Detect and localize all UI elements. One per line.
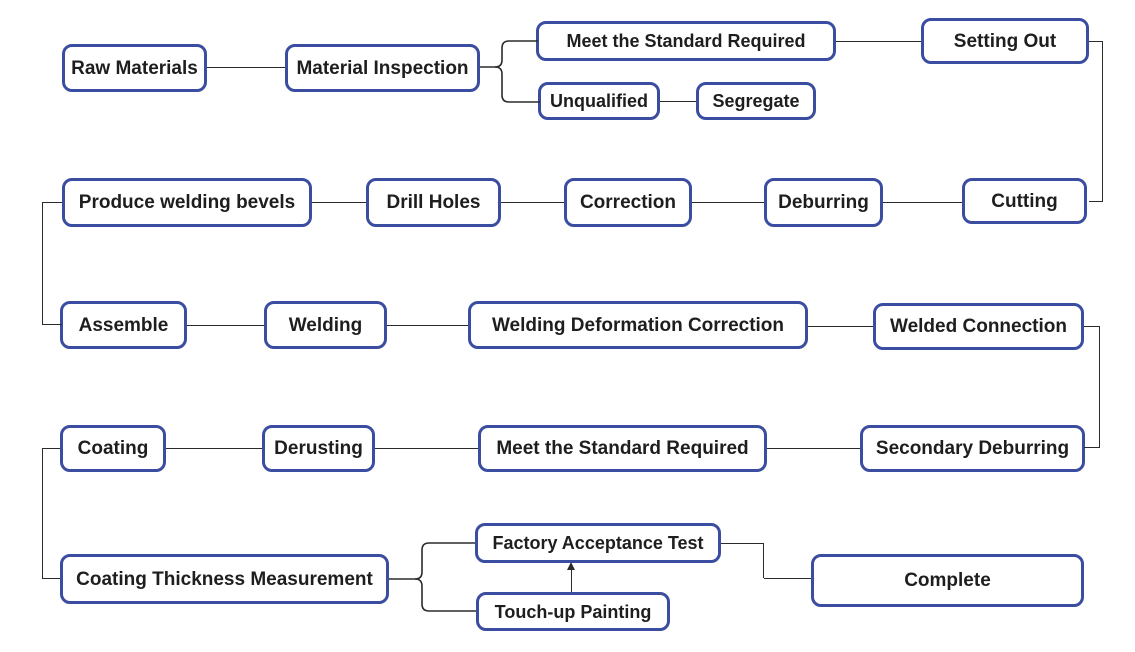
node-setting-out: Setting Out	[921, 18, 1089, 64]
node-drill-holes: Drill Holes	[366, 178, 501, 227]
arrow-line-touch-up-to-acceptance-test	[571, 569, 572, 592]
connector-derusting-meet-standard	[375, 448, 478, 449]
connector-produce-bevels-drill-holes	[312, 202, 366, 203]
connector-meet-standard-secondary-deburring	[767, 448, 860, 449]
node-welding-deformation-correction: Welding Deformation Correction	[468, 301, 808, 349]
connector-unqualified-segregate	[660, 101, 696, 102]
connector-coating-thickness-measurement	[42, 448, 60, 579]
connector-welding-deformation-correction	[387, 325, 468, 326]
arrow-up-icon	[567, 562, 575, 570]
node-correction: Correction	[564, 178, 692, 227]
node-coating-thickness-measurement: Coating Thickness Measurement	[60, 554, 389, 604]
node-factory-acceptance-test: Factory Acceptance Test	[475, 523, 721, 563]
connector-deformation-welded-connection	[808, 326, 873, 327]
branch-connector-coating-thickness	[389, 542, 476, 612]
connector-elbow-complete-segment	[764, 578, 811, 579]
connector-setting-out-cutting	[1089, 41, 1103, 202]
node-produce-welding-bevels: Produce welding bevels	[62, 178, 312, 227]
node-meet-the-standard-required-1: Meet the Standard Required	[536, 21, 836, 61]
node-material-inspection: Material Inspection	[285, 44, 480, 92]
node-raw-materials: Raw Materials	[62, 44, 207, 92]
node-welding: Welding	[264, 301, 387, 349]
connector-produce-bevels-assemble	[42, 202, 62, 325]
node-coating: Coating	[60, 425, 166, 472]
node-segregate: Segregate	[696, 82, 816, 120]
connector-acceptance-test-complete	[721, 543, 764, 578]
node-derusting: Derusting	[262, 425, 375, 472]
connector-deburring-cutting	[883, 202, 962, 203]
branch-connector-material-inspection	[480, 40, 540, 103]
connector-assemble-welding	[187, 325, 264, 326]
connector-meet-standard-setting-out	[836, 41, 921, 42]
node-welded-connection: Welded Connection	[873, 303, 1084, 350]
connector-correction-deburring	[692, 202, 764, 203]
node-complete: Complete	[811, 554, 1084, 607]
node-secondary-deburring: Secondary Deburring	[860, 425, 1085, 472]
node-unqualified: Unqualified	[538, 82, 660, 120]
node-assemble: Assemble	[60, 301, 187, 349]
node-deburring: Deburring	[764, 178, 883, 227]
connector-raw-materials-material-inspection	[207, 67, 285, 68]
connector-welded-connection-secondary-deburring	[1084, 326, 1100, 448]
node-meet-the-standard-required-2: Meet the Standard Required	[478, 425, 767, 472]
node-touch-up-painting: Touch-up Painting	[476, 592, 670, 631]
connector-coating-derusting	[166, 448, 262, 449]
connector-drill-holes-correction	[501, 202, 564, 203]
node-cutting: Cutting	[962, 178, 1087, 224]
